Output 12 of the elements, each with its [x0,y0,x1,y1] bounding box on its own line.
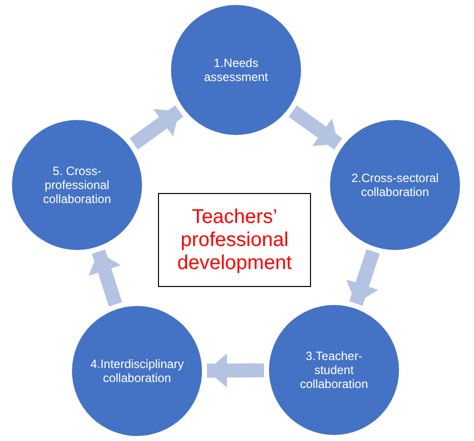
block-arrow [130,105,184,150]
block-arrow [88,249,122,307]
block-arrow [346,249,380,306]
block-arrow [206,354,264,388]
center-title: Teachers’ professional development [176,206,293,274]
step-label: 3.Teacher-student collaboration [298,349,370,391]
step-label: 2.Cross-sectoral collaboration [350,171,440,199]
block-arrow [288,105,342,150]
center-box [158,193,311,287]
step-label: 4.Interdisciplinary collaboration [89,357,185,385]
step-label: 1.Needs assessment [202,56,270,84]
step-label: 5. Cross-professional collaboration [42,164,112,206]
